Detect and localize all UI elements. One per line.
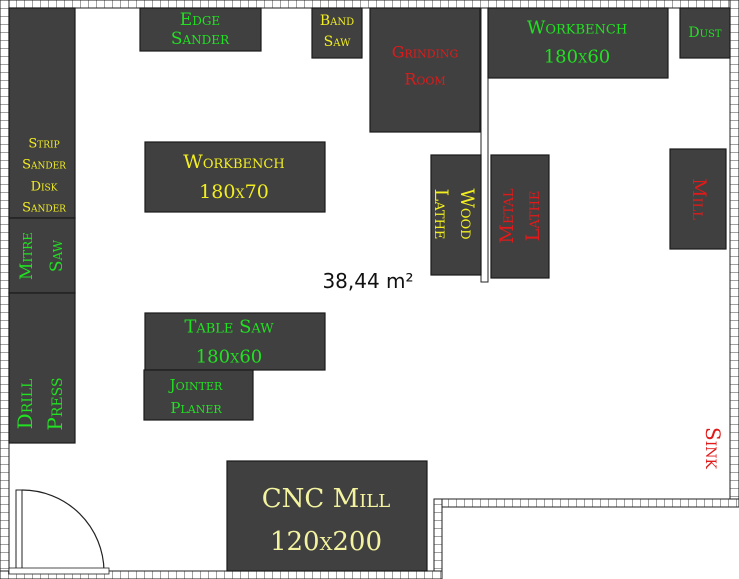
strip-disk-sander-line-3: Disk — [31, 180, 58, 195]
workbench-mid-line-2: 180x70 — [199, 181, 269, 203]
wall-right — [729, 0, 739, 508]
strip-disk-sander-line-4: Sander — [22, 201, 66, 216]
edge-sander-line-1: Edge — [180, 10, 220, 30]
wall-step — [433, 498, 443, 579]
cnc-mill: CNC Mill 120x200 — [226, 460, 428, 572]
mill: Mill — [669, 148, 727, 250]
workbench-top-line-1: Workbench — [527, 18, 627, 39]
mitre-saw-line-1: Mitre — [17, 232, 37, 280]
drill-press: Drill Press — [8, 292, 76, 444]
edge-sander-line-2: Sander — [171, 29, 230, 49]
metal-lathe: Metal Lathe — [490, 154, 550, 279]
strip-disk-sander-line-1: Strip — [28, 137, 59, 152]
wall-bottom-left — [0, 570, 443, 579]
table-saw-line-2: 180x60 — [196, 347, 263, 368]
mitre-saw-line-2: Saw — [47, 239, 67, 272]
strip-disk-sander-line-2: Sander — [22, 158, 66, 173]
jointer-planer-line-1: Jointer — [168, 376, 223, 394]
wood-lathe-line-1: Wood — [456, 188, 478, 239]
workbench-top: Workbench 180x60 — [487, 7, 669, 79]
table-saw-line-1: Table Saw — [184, 317, 274, 338]
mill-label: Mill — [688, 178, 710, 220]
door — [8, 489, 110, 575]
wall-left — [0, 0, 10, 579]
wood-lathe-line-2: Lathe — [430, 189, 452, 240]
drill-press-line-2: Press — [43, 377, 67, 430]
drill-press-line-1: Drill — [13, 379, 37, 430]
mitre-saw: Mitre Saw — [8, 217, 76, 294]
jointer-planer-line-2: Planer — [170, 399, 222, 417]
area-label: 38,44 m² — [322, 269, 413, 293]
grinding-room: Grinding Room — [369, 7, 481, 133]
wall-partition — [480, 7, 489, 283]
grinding-room-line-2: Room — [404, 70, 445, 89]
cnc-mill-line-1: CNC Mill — [262, 484, 390, 514]
metal-lathe-line-2: Lathe — [522, 191, 544, 242]
table-saw: Table Saw 180x60 — [144, 312, 326, 371]
cnc-mill-line-2: 120x200 — [270, 527, 382, 557]
workbench-mid: Workbench 180x70 — [144, 141, 326, 213]
sink: Sink — [701, 427, 725, 469]
workbench-top-line-2: 180x60 — [544, 47, 611, 68]
wall-top — [0, 0, 739, 9]
dust-collector: Dust — [679, 7, 731, 59]
band-saw: Band Saw — [311, 7, 363, 59]
wood-lathe: Wood Lathe — [430, 154, 482, 276]
metal-lathe-line-1: Metal — [496, 188, 518, 243]
wall-bottom-right — [433, 498, 739, 508]
band-saw-line-1: Band — [320, 13, 354, 29]
strip-disk-sander: Strip Sander Disk Sander — [8, 7, 76, 219]
sink-label: Sink — [701, 427, 725, 469]
jointer-planer: Jointer Planer — [143, 369, 254, 421]
edge-sander: Edge Sander — [139, 7, 262, 52]
dust-label: Dust — [688, 25, 722, 41]
workbench-mid-line-1: Workbench — [183, 151, 284, 173]
grinding-room-line-1: Grinding — [392, 43, 459, 62]
band-saw-line-2: Saw — [324, 34, 351, 50]
